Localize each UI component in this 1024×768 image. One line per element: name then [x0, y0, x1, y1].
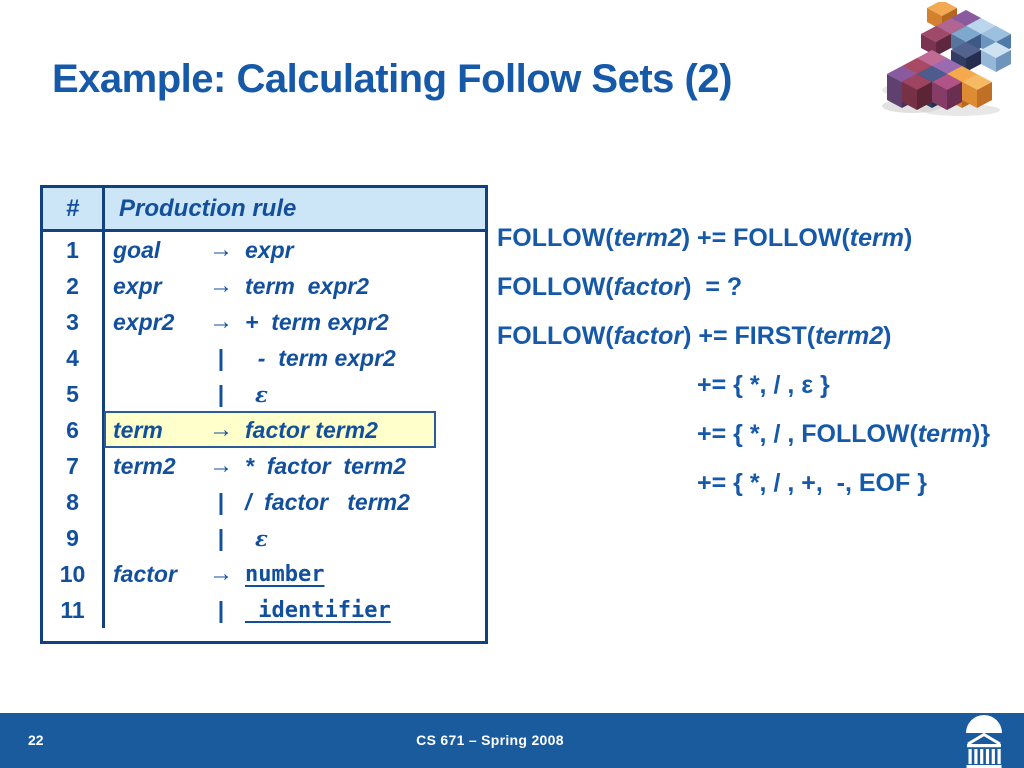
follow-italic-segment: factor — [613, 322, 684, 350]
pipe-alternative-icon: | — [217, 380, 225, 407]
rule-number: 6 — [43, 412, 105, 448]
header-number-column: # — [43, 188, 105, 229]
rotunda-logo-icon — [966, 715, 1002, 768]
rule-lhs: factor — [113, 560, 177, 587]
follow-text-segment: FOLLOW( — [497, 273, 614, 301]
table-row: 2 expr → term expr2 — [43, 268, 485, 304]
pipe-alternative-icon: | — [217, 344, 225, 371]
arrow-icon: → — [209, 560, 233, 587]
follow-text-segment: ) += FOLLOW( — [681, 224, 850, 252]
arrow-icon: → — [209, 236, 233, 263]
cubes-3d-logo-icon — [882, 2, 1011, 116]
rule-number: 4 — [43, 340, 105, 376]
pipe-alternative-icon: | — [217, 488, 225, 515]
rule-number: 11 — [43, 592, 105, 628]
table-header-row: # Production rule — [43, 188, 485, 232]
table-row: 11 | identifier — [43, 592, 485, 628]
epsilon-symbol: ε — [255, 381, 268, 407]
follow-line: += { *, / , FOLLOW(term)} — [497, 410, 1024, 459]
follow-line: FOLLOW(term2) += FOLLOW(term) — [497, 214, 1024, 263]
epsilon-symbol: ε — [255, 525, 268, 551]
rule-rhs: factor term2 — [245, 416, 378, 443]
follow-italic-segment: term2 — [613, 224, 682, 252]
follow-text-segment: )} — [972, 420, 991, 448]
rule-lhs: expr2 — [113, 308, 175, 335]
table-row: 3 expr2 → + term expr2 — [43, 304, 485, 340]
follow-text-segment: ) += FIRST( — [683, 322, 816, 350]
follow-line: FOLLOW(factor) += FIRST(term2) — [497, 312, 1024, 361]
table-row: 4 | - term expr2 — [43, 340, 485, 376]
rule-number: 10 — [43, 556, 105, 592]
arrow-icon: → — [209, 272, 233, 299]
rule-lhs: term — [113, 416, 163, 443]
arrow-icon: → — [209, 416, 233, 443]
follow-text-segment: += { *, / , FOLLOW( — [697, 420, 918, 448]
follow-text-segment: FOLLOW( — [497, 224, 614, 252]
rule-rhs: term expr2 — [245, 272, 370, 299]
follow-text-segment: += { *, / , ε } — [697, 371, 830, 399]
table-row: 5 | ε — [43, 376, 485, 412]
table-row: 8 | / factor term2 — [43, 484, 485, 520]
follow-italic-segment: term2 — [815, 322, 884, 350]
rule-number: 3 — [43, 304, 105, 340]
rule-number: 8 — [43, 484, 105, 520]
rule-number: 5 — [43, 376, 105, 412]
rule-lhs: expr — [113, 272, 162, 299]
table-row: 1 goal → expr — [43, 232, 485, 268]
rule-rhs: - term expr2 — [245, 344, 396, 371]
follow-italic-segment: term — [849, 224, 904, 252]
pipe-alternative-icon: | — [217, 524, 225, 551]
slide-title: Example: Calculating Follow Sets (2) — [52, 56, 732, 101]
highlight-box — [104, 411, 436, 448]
rule-number: 2 — [43, 268, 105, 304]
rule-lhs: goal — [113, 236, 161, 263]
production-rule-table: # Production rule 1 goal → expr 2 expr → ter… — [40, 185, 488, 644]
rule-lhs: term2 — [113, 452, 176, 479]
rule-rhs: expr — [245, 236, 294, 263]
rule-rhs: * factor term2 — [245, 452, 407, 479]
rule-number: 7 — [43, 448, 105, 484]
follow-italic-segment: factor — [613, 273, 684, 301]
follow-line: FOLLOW(factor) = ? — [497, 263, 1024, 312]
course-label: CS 671 – Spring 2008 — [416, 732, 564, 748]
follow-text-segment: ) — [883, 322, 892, 350]
arrow-icon: → — [209, 452, 233, 479]
arrow-icon: → — [209, 308, 233, 335]
table-row: 9 | ε — [43, 520, 485, 556]
follow-derivation-block: FOLLOW(term2) += FOLLOW(term) FOLLOW(fac… — [497, 214, 1024, 508]
follow-text-segment: FOLLOW( — [497, 322, 614, 350]
rule-number: 9 — [43, 520, 105, 556]
table-row-highlighted: 6 term → factor term2 — [43, 411, 485, 448]
terminal-symbol: number — [245, 561, 325, 587]
table-row: 7 term2 → * factor term2 — [43, 448, 485, 484]
rule-rhs: + term expr2 — [245, 308, 389, 335]
header-rule-column: Production rule — [119, 195, 297, 222]
table-row: 10 factor → number — [43, 556, 485, 592]
follow-italic-segment: term — [917, 420, 973, 448]
follow-line: += { *, / , ε } — [497, 361, 1024, 410]
follow-line: += { *, / , +, -, EOF } — [497, 459, 1024, 508]
follow-text-segment: ) = ? — [683, 273, 743, 301]
terminal-symbol: identifier — [245, 597, 391, 623]
pipe-alternative-icon: | — [217, 596, 225, 623]
rule-rhs: / factor term2 — [245, 488, 410, 515]
page-number: 22 — [28, 732, 44, 748]
follow-text-segment: += { *, / , +, -, EOF } — [697, 469, 927, 497]
follow-text-segment: ) — [903, 224, 913, 252]
rule-number: 1 — [43, 232, 105, 268]
footer-bar: 22 CS 671 – Spring 2008 — [0, 713, 1024, 768]
